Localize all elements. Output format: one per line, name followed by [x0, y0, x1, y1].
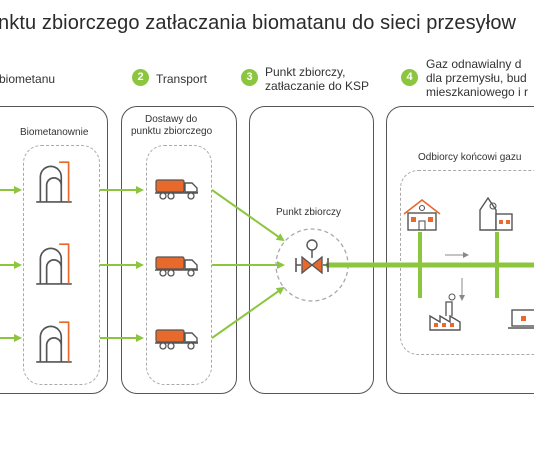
- arrow-truck-point-3: [211, 286, 285, 339]
- page-title: nktu zbiorczego zatłaczania biomatanu do…: [0, 12, 517, 34]
- step-3-number: 3: [241, 69, 258, 86]
- industrial-plant-icon: [479, 196, 513, 231]
- laptop-icon: [508, 309, 534, 329]
- step-4-number: 4: [401, 69, 418, 86]
- panel-transport-label-line2: punktu zbiorczego: [131, 126, 213, 137]
- step-3-label-line1: Punkt zbiorczy,: [265, 65, 346, 79]
- step-2-label: Transport: [156, 72, 207, 86]
- panel-transport-label-line1: Dostawy do: [145, 114, 198, 125]
- factory-icon: [429, 293, 461, 331]
- biogas-plant-icon: [35, 321, 73, 363]
- step-3-label-line2: zatłaczanie do KSP: [265, 79, 370, 93]
- panel-consumers-label: Odbiorcy końcowi gazu: [418, 152, 522, 163]
- step-4-label-line2: dla przemysłu, bud: [426, 71, 527, 85]
- panel-collection-label: Punkt zbiorczy: [276, 207, 342, 218]
- arrow-truck-point-1: [211, 189, 285, 242]
- step-1-label: biometanu: [0, 72, 56, 86]
- panel-transport: [121, 106, 237, 394]
- step-4-label-line1: Gaz odnawialny d: [426, 57, 522, 71]
- tanker-truck-icon: [154, 179, 199, 200]
- dashed-group-trucks: [146, 145, 212, 385]
- step-2-number: 2: [132, 69, 149, 86]
- tanker-truck-icon: [154, 329, 199, 350]
- dashed-group-plants: [23, 145, 100, 385]
- step-4-label-line3: mieszkaniowego i r: [426, 85, 529, 99]
- panel-biomethane-label: Biometanownie: [20, 127, 89, 138]
- biogas-plant-icon: [35, 243, 73, 285]
- tanker-truck-icon: [154, 256, 199, 277]
- house-icon: [403, 198, 441, 231]
- biogas-plant-icon: [35, 161, 73, 203]
- gas-meter-valve-icon: [295, 239, 329, 275]
